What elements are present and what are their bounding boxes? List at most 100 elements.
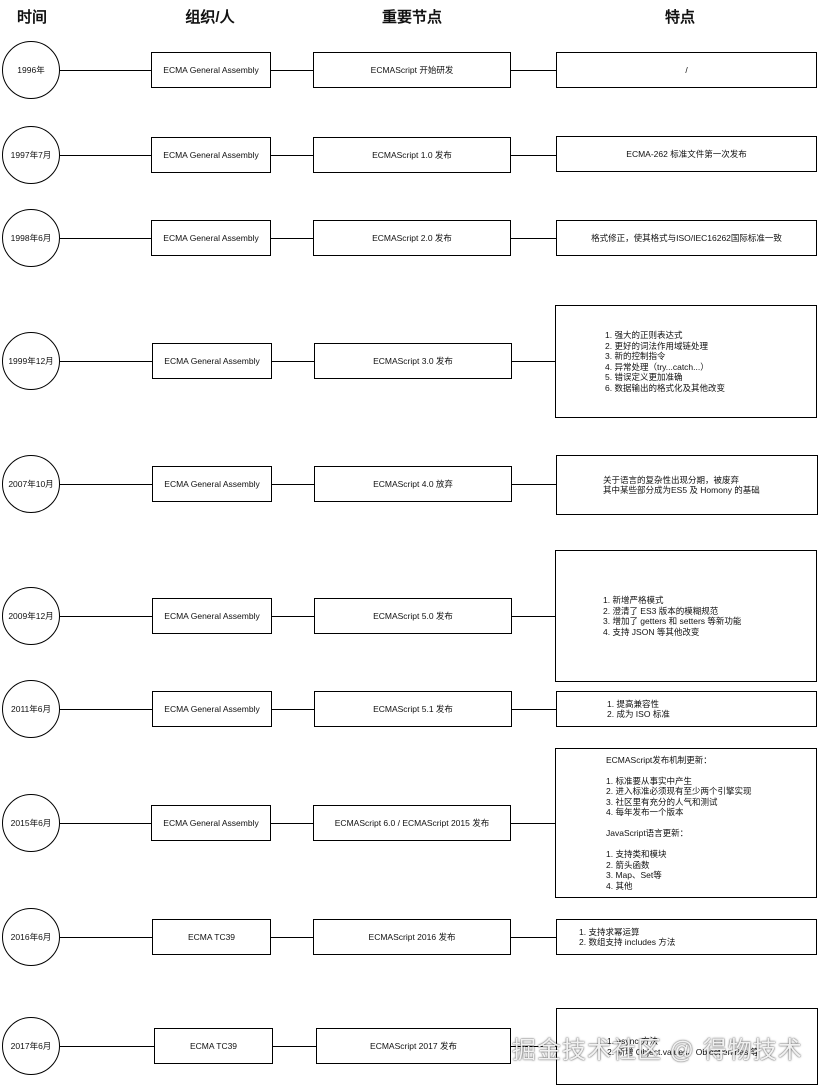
header-org: 组织/人 — [185, 9, 235, 26]
connector-time-org — [60, 70, 151, 71]
time-node: 1998年6月 — [2, 209, 60, 267]
feature-line: 2. 更好的词法作用域链处理 — [605, 340, 708, 351]
feature-line: 4. 异常处理（try...catch...） — [605, 361, 709, 372]
connector-milestone-features — [512, 484, 556, 485]
milestone-label: ECMAScript 3.0 发布 — [373, 356, 453, 366]
feature-line: 1. 支持求幂运算 — [579, 926, 640, 937]
connector-time-org — [60, 484, 152, 485]
time-label: 1998年6月 — [10, 233, 52, 243]
org-label: ECMA General Assembly — [163, 150, 259, 160]
org-label: ECMA General Assembly — [164, 704, 260, 714]
milestone-label: ECMAScript 5.0 发布 — [373, 611, 453, 621]
org-label: ECMA TC39 — [189, 1041, 238, 1051]
time-label: 1996年 — [17, 65, 45, 75]
org-box: ECMA General Assembly — [152, 691, 272, 727]
feature-line: 3. 社区里有充分的人气和测试 — [606, 796, 718, 807]
feature-line — [606, 765, 816, 776]
feature-line: ECMAScript发布机制更新： — [606, 754, 712, 765]
milestone-box: ECMAScript 2017 发布 — [316, 1028, 511, 1064]
connector-org-milestone — [272, 709, 314, 710]
feature-line: 关于语言的复杂性出现分期，被废弃 — [603, 474, 740, 485]
feature-line: 2. 箭头函数 — [606, 859, 650, 870]
feature-line: 格式修正，使其格式与ISO/IEC16262国际标准一致 — [591, 232, 782, 243]
milestone-box: ECMAScript 1.0 发布 — [313, 137, 511, 173]
feature-line: ECMA-262 标准文件第一次发布 — [626, 148, 747, 159]
feature-line: 4. 其他 — [606, 880, 633, 891]
org-label: ECMA General Assembly — [163, 65, 259, 75]
features-box: 关于语言的复杂性出现分期，被废弃其中某些部分成为ES5 及 Homony 的基础 — [556, 455, 818, 515]
org-box: ECMA General Assembly — [151, 805, 271, 841]
header-time: 时间 — [16, 9, 48, 26]
feature-line: 1. 新增严格模式 — [603, 595, 664, 605]
time-label: 2011年6月 — [10, 704, 51, 714]
time-label: 1999年12月 — [8, 356, 54, 366]
time-label: 2009年12月 — [8, 611, 54, 621]
connector-org-milestone — [272, 361, 314, 362]
milestone-box: ECMAScript 4.0 放弃 — [314, 466, 512, 502]
feature-line: 1. 提高兼容性 — [607, 698, 659, 709]
milestone-label: ECMAScript 5.1 发布 — [373, 704, 453, 714]
time-node: 2007年10月 — [2, 455, 60, 513]
time-node: 2017年6月 — [2, 1017, 60, 1075]
connector-milestone-features — [512, 616, 555, 617]
connector-org-milestone — [272, 484, 314, 485]
org-label: ECMA General Assembly — [164, 479, 260, 489]
connector-org-milestone — [271, 70, 313, 71]
milestone-label: ECMAScript 6.0 / ECMAScript 2015 发布 — [334, 818, 490, 828]
connector-milestone-features — [512, 361, 555, 362]
connector-org-milestone — [271, 238, 313, 239]
feature-line: JavaScript语言更新： — [606, 828, 689, 839]
feature-line: 6. 数据输出的格式化及其他改变 — [605, 382, 725, 393]
connector-time-org — [60, 823, 151, 824]
milestone-box: ECMAScript 5.1 发布 — [314, 691, 512, 727]
milestone-label: ECMAScript 4.0 放弃 — [373, 479, 453, 489]
connector-time-org — [60, 937, 152, 938]
milestone-box: ECMAScript 6.0 / ECMAScript 2015 发布 — [313, 805, 511, 841]
feature-line: 2. 成为 ISO 标准 — [607, 709, 670, 719]
time-label: 2007年10月 — [8, 479, 54, 489]
milestone-box: ECMAScript 5.0 发布 — [314, 598, 512, 634]
org-box: ECMA General Assembly — [152, 598, 272, 634]
feature-line: 3. Map、Set等 — [606, 870, 662, 881]
org-label: ECMA General Assembly — [163, 233, 259, 243]
milestone-label: ECMAScript 2.0 发布 — [372, 233, 452, 243]
org-box: ECMA General Assembly — [151, 52, 271, 88]
connector-org-milestone — [272, 616, 314, 617]
connector-org-milestone — [271, 937, 313, 938]
time-node: 2016年6月 — [2, 908, 60, 966]
connector-org-milestone — [271, 823, 313, 824]
org-box: ECMA General Assembly — [152, 343, 272, 379]
feature-line: 其中某些部分成为ES5 及 Homony 的基础 — [603, 485, 760, 495]
feature-line: 1. 支持类和模块 — [606, 849, 667, 860]
org-box: ECMA General Assembly — [151, 137, 271, 173]
feature-line: 3. 增加了 getters 和 setters 等新功能 — [603, 616, 742, 626]
milestone-box: ECMAScript 2.0 发布 — [313, 220, 511, 256]
milestone-box: ECMAScript 2016 发布 — [313, 919, 511, 955]
time-label: 1997年7月 — [10, 150, 52, 160]
milestone-label: ECMAScript 1.0 发布 — [372, 150, 452, 160]
time-node: 1999年12月 — [2, 332, 60, 390]
feature-line — [606, 839, 816, 850]
feature-line: 3. 新的控制指令 — [605, 351, 666, 361]
time-node: 2011年6月 — [2, 680, 60, 738]
connector-time-org — [60, 155, 151, 156]
time-node: 1997年7月 — [2, 126, 60, 184]
feature-line: 2. 新增 Object.values、Object.entries 等 — [607, 1046, 760, 1057]
connector-milestone-features — [511, 937, 556, 938]
feature-line: 2. 进入标准必须现有至少两个引擎实现 — [606, 786, 752, 797]
connector-milestone-features — [511, 155, 556, 156]
feature-line — [606, 818, 816, 829]
connector-milestone-features — [512, 709, 556, 710]
time-node: 2009年12月 — [2, 587, 60, 645]
org-box: ECMA TC39 — [154, 1028, 273, 1064]
org-box: ECMA TC39 — [152, 919, 271, 955]
feature-line: 1. 标准要从事实中产生 — [606, 775, 692, 786]
org-label: ECMA General Assembly — [163, 818, 259, 828]
org-box: ECMA General Assembly — [152, 466, 272, 502]
time-label: 2017年6月 — [10, 1041, 52, 1051]
org-label: ECMA TC39 — [187, 932, 236, 942]
